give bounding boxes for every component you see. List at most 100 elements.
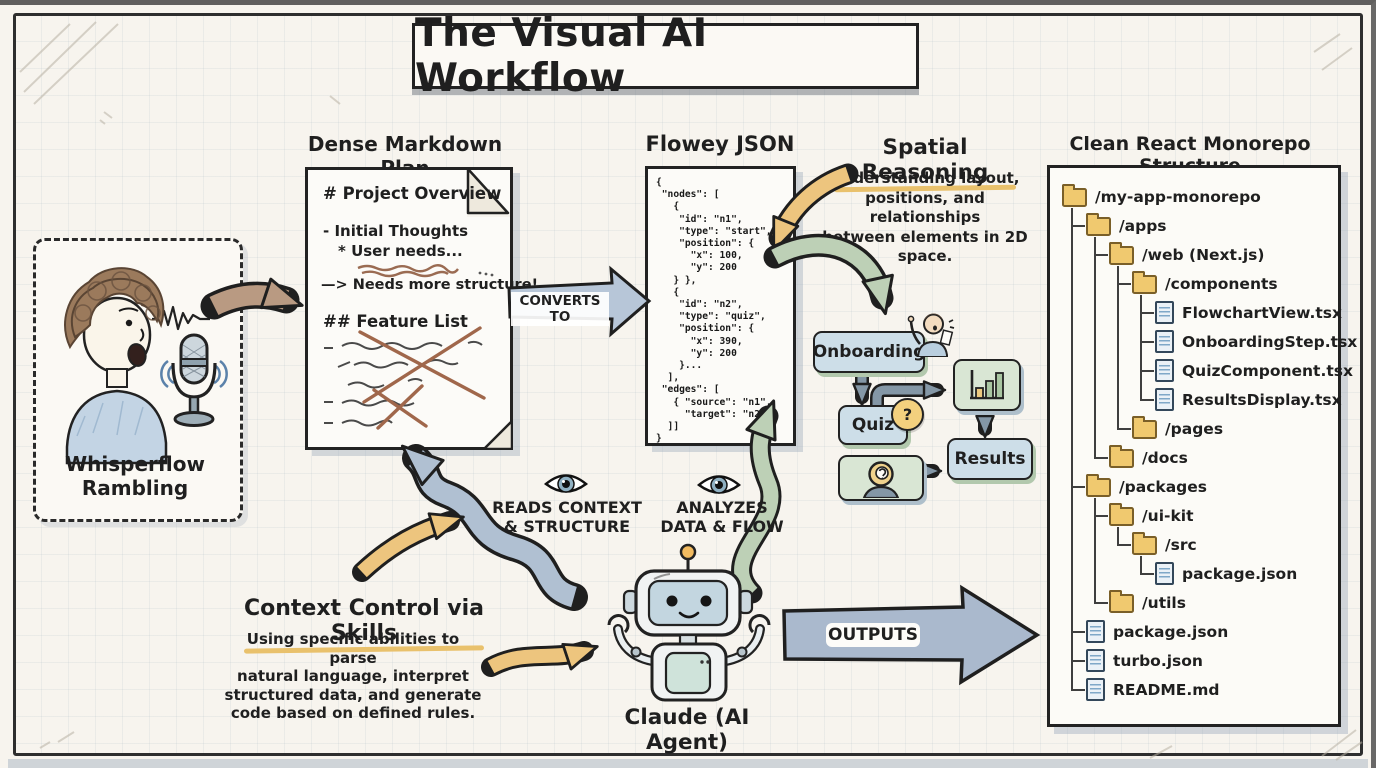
tree-item: /my-app-monorepo xyxy=(1050,183,1338,210)
file-icon xyxy=(1086,678,1105,701)
tree-tick xyxy=(1117,543,1131,546)
flowchart-node-results: Results xyxy=(947,438,1033,480)
md-line: # Project Overview xyxy=(323,184,502,203)
tree-item: /utils xyxy=(1050,589,1338,616)
tree-item-label: /apps xyxy=(1119,216,1167,235)
scribbled-out-text xyxy=(324,264,494,430)
bar-chart-icon xyxy=(970,370,1004,400)
flowchart-node-thinking xyxy=(838,455,924,501)
flowey-json-heading: Flowey JSON xyxy=(645,132,795,156)
file-icon xyxy=(1086,649,1105,672)
results-label: Results xyxy=(954,449,1026,469)
md-line: * User needs... xyxy=(338,242,463,260)
tree-item: /web (Next.js) xyxy=(1050,241,1338,268)
tree-item: FlowchartView.tsx xyxy=(1050,299,1342,326)
folder-icon xyxy=(1132,416,1157,439)
voice-input-label: Whisperflow Rambling xyxy=(65,452,205,500)
tree-item-label: README.md xyxy=(1113,680,1220,699)
folder-icon xyxy=(1109,242,1134,265)
tree-item-label: /ui-kit xyxy=(1142,506,1194,525)
onboarding-label: Onboarding xyxy=(812,342,926,362)
folder-icon xyxy=(1109,590,1134,613)
tree-tick xyxy=(1071,485,1085,488)
folder-icon xyxy=(1109,503,1134,526)
tree-tick xyxy=(1140,311,1154,314)
reads-context-label: READS CONTEXT & STRUCTURE xyxy=(492,498,642,536)
spatial-reasoning-heading: Spatial Reasoning xyxy=(828,135,1022,193)
monorepo-panel: /my-app-monorepo /apps /web (Next.js) /c… xyxy=(1047,165,1357,727)
folder-icon xyxy=(1109,445,1134,468)
tree-item: README.md xyxy=(1050,676,1338,703)
file-icon xyxy=(1086,620,1105,643)
json-document: { "nodes": [ { "id": "n1", "type": "star… xyxy=(645,166,796,446)
tree-item: /docs xyxy=(1050,444,1338,471)
tree-tick xyxy=(1071,688,1085,691)
tree-tick xyxy=(1071,659,1085,662)
tree-item: package.json xyxy=(1050,618,1338,645)
tree-item: /ui-kit xyxy=(1050,502,1338,529)
tree-item: OnboardingStep.tsx xyxy=(1050,328,1357,355)
tree-item-label: ResultsDisplay.tsx xyxy=(1182,390,1342,409)
spatial-reasoning-body: Understanding layout, positions, and rel… xyxy=(822,169,1028,265)
speaking-person-illustration xyxy=(64,267,168,465)
bottom-shading xyxy=(8,759,1368,768)
tree-tick xyxy=(1071,630,1085,633)
markdown-document: # Project Overview - Initial Thoughts * … xyxy=(305,167,538,450)
question-mark: ? xyxy=(902,405,913,424)
tree-item-label: QuizComponent.tsx xyxy=(1182,361,1353,380)
tree-connector xyxy=(1117,527,1119,544)
file-icon xyxy=(1155,301,1174,324)
folder-icon xyxy=(1132,532,1157,555)
tree-item: /packages xyxy=(1050,473,1338,500)
question-badge: ? xyxy=(891,398,924,431)
tree-connector xyxy=(1094,237,1096,457)
file-icon xyxy=(1155,388,1174,411)
folder-icon xyxy=(1132,271,1157,294)
tree-tick xyxy=(1140,340,1154,343)
tree-item: /apps xyxy=(1050,212,1338,239)
tree-item: ResultsDisplay.tsx xyxy=(1050,386,1342,413)
quiz-label: Quiz xyxy=(851,415,895,435)
md-line: ## Feature List xyxy=(323,312,468,331)
tree-tick xyxy=(1094,514,1108,517)
microphone-icon xyxy=(160,333,228,427)
tree-tick xyxy=(1094,601,1108,604)
tree-item-label: package.json xyxy=(1182,564,1298,583)
tree-connector xyxy=(1094,498,1096,602)
tree-item: turbo.json xyxy=(1050,647,1338,674)
thinking-head-icon xyxy=(862,461,900,498)
outputs-label: OUTPUTS xyxy=(826,623,920,647)
tree-item-label: /pages xyxy=(1165,419,1224,438)
context-skills-body: Using specific abilities to parse natura… xyxy=(224,630,482,722)
tree-tick xyxy=(1140,572,1154,575)
tree-tick xyxy=(1117,282,1131,285)
tree-tick xyxy=(1140,398,1154,401)
tree-connector xyxy=(1140,556,1142,573)
tree-item-label: /web (Next.js) xyxy=(1142,245,1265,264)
tree-tick xyxy=(1094,456,1108,459)
analyzes-data-label: ANALYZES DATA & FLOW xyxy=(660,498,784,536)
tree-tick xyxy=(1094,253,1108,256)
converts-to-label: CONVERTS TO xyxy=(511,292,609,326)
tree-tick xyxy=(1140,369,1154,372)
tree-item-label: /my-app-monorepo xyxy=(1095,187,1261,206)
tree-item-label: /docs xyxy=(1142,448,1188,467)
tree-item: /pages xyxy=(1050,415,1338,442)
folder-icon xyxy=(1086,474,1111,497)
tree-item-label: /packages xyxy=(1119,477,1208,496)
folder-icon xyxy=(1062,184,1087,207)
tree-connector xyxy=(1117,266,1119,428)
tree-item: QuizComponent.tsx xyxy=(1050,357,1353,384)
tree-item: /src xyxy=(1050,531,1338,558)
tree-tick xyxy=(1071,224,1085,227)
md-line: - Initial Thoughts xyxy=(323,222,469,240)
tree-tick xyxy=(1117,427,1131,430)
tree-item-label: package.json xyxy=(1113,622,1229,641)
eye-icon xyxy=(696,475,742,494)
file-icon xyxy=(1155,330,1174,353)
tree-item-label: /components xyxy=(1165,274,1278,293)
waving-person-icon xyxy=(907,313,955,357)
tree-item-label: turbo.json xyxy=(1113,651,1203,670)
json-code: { "nodes": [ { "id": "n1", "type": "star… xyxy=(656,177,772,445)
